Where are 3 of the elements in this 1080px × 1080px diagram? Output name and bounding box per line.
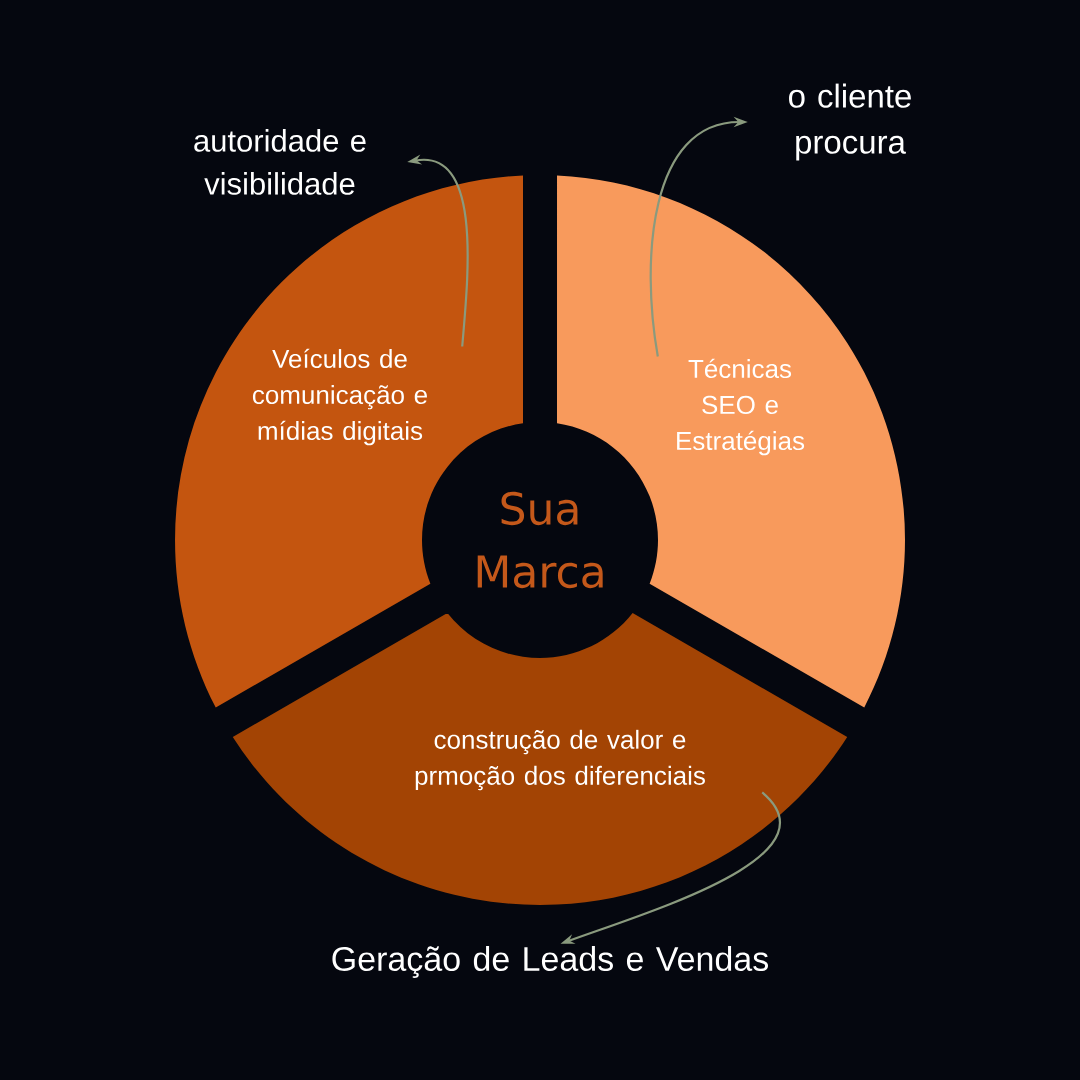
caption-text: Geração de Leads e Vendas (332, 946, 768, 978)
caption-text: o cliente procura (789, 83, 911, 161)
pie-segment: construção de valor e prmoção dos diferenciais (232, 613, 848, 905)
